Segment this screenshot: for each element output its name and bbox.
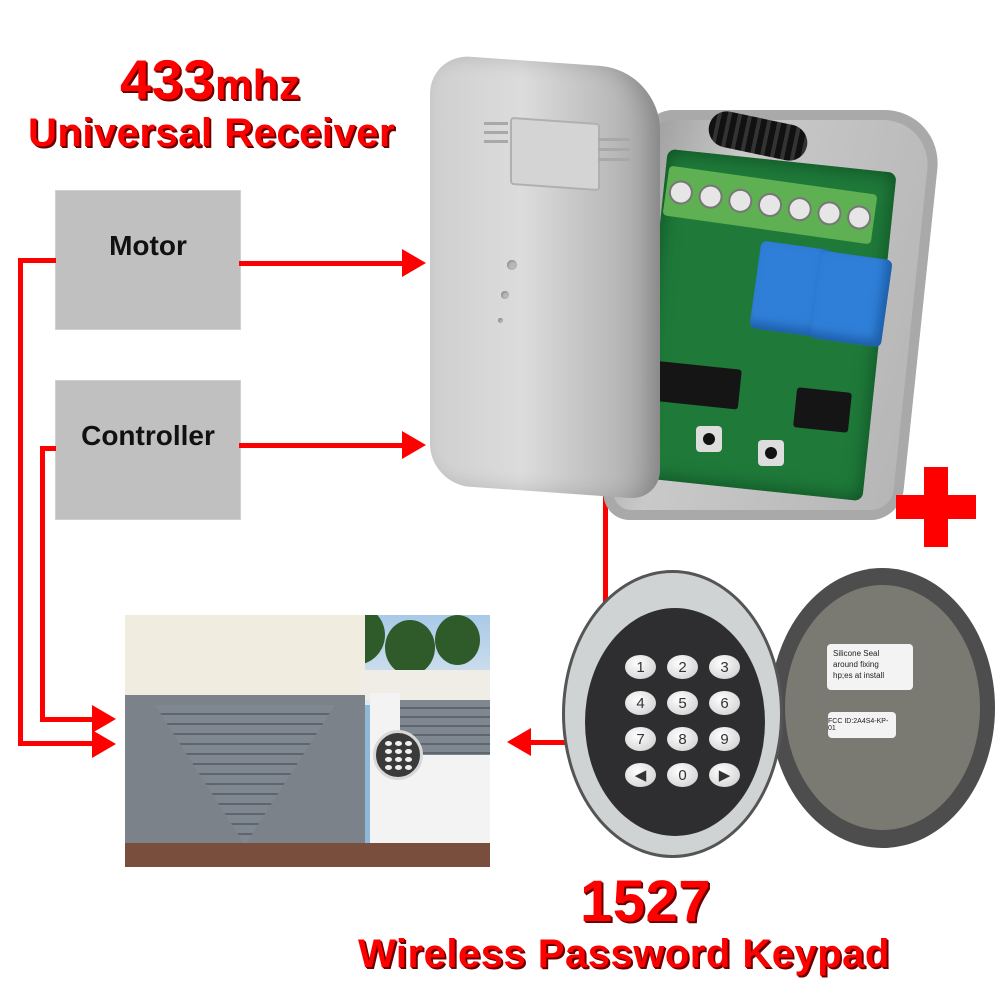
key-2[interactable]: 2 [667,655,698,679]
key-right[interactable]: ▶ [709,763,740,787]
motor-to-gate-line-h [18,258,56,263]
chip-2 [793,387,852,433]
keypad-keys: 1 2 3 4 5 6 7 8 9 ◀ 0 ▶ [625,655,740,787]
arrow-right-icon [92,730,116,758]
controller-box: Controller [55,380,241,520]
receiver-to-keypad-line [603,473,608,603]
key-left[interactable]: ◀ [625,763,656,787]
vent-line [598,148,630,151]
controller-to-gate-line-h [40,446,56,451]
led-indicator [498,318,503,323]
keypad-face [585,608,765,836]
label-line: Silicone Seal [833,649,880,658]
keypad-model-title: 1527 [580,869,712,934]
controller-label: Controller [81,420,215,451]
controller-to-receiver-line [239,443,404,448]
vent-line [598,138,630,141]
fcc-id-label: FCC ID:2A4S4-KP-01 [828,712,896,738]
key-0[interactable]: 0 [667,763,698,787]
key-8[interactable]: 8 [667,727,698,751]
motor-to-gate-line-v [18,258,23,746]
led-indicator [501,291,509,299]
keypad-to-gate-line [530,740,568,745]
label-line: around fixing [833,660,879,669]
motor-box: Motor [55,190,241,330]
keypad-back-plate [785,585,980,830]
frequency-unit: mhz [214,61,301,108]
learn-button-1 [696,426,722,452]
cover-window [510,116,600,192]
key-3[interactable]: 3 [709,655,740,679]
frequency-number: 433 [120,48,215,111]
arrow-right-icon [402,249,426,277]
frequency-title: 433mhz [120,50,300,115]
product-title: Universal Receiver [28,111,396,155]
controller-to-gate-line-v [40,446,45,722]
arrow-left-icon [507,728,531,756]
fcc-id-text: FCC ID:2A4S4-KP-01 [828,718,889,732]
key-4[interactable]: 4 [625,691,656,715]
vent-line [484,131,508,134]
gate-photo [125,615,490,867]
vent-line [484,140,508,143]
label-line: hp;es at install [833,671,885,680]
keypad-name-title: Wireless Password Keypad [358,932,890,976]
arrow-right-icon [92,705,116,733]
key-6[interactable]: 6 [709,691,740,715]
silicone-seal-label: Silicone Seal around fixing hp;es at ins… [827,644,913,690]
motor-to-gate-line-bottom [18,741,94,746]
controller-to-gate-line-bottom [40,717,94,722]
key-7[interactable]: 7 [625,727,656,751]
key-1[interactable]: 1 [625,655,656,679]
relay-2 [809,250,893,348]
vent-line [484,122,508,125]
key-9[interactable]: 9 [709,727,740,751]
motor-label: Motor [109,230,187,261]
led-indicator [507,260,517,270]
motor-to-receiver-line [239,261,404,266]
mini-keypad-icon [373,730,423,780]
learn-button-2 [758,440,784,466]
key-5[interactable]: 5 [667,691,698,715]
arrow-right-icon [402,431,426,459]
vent-line [598,158,630,161]
